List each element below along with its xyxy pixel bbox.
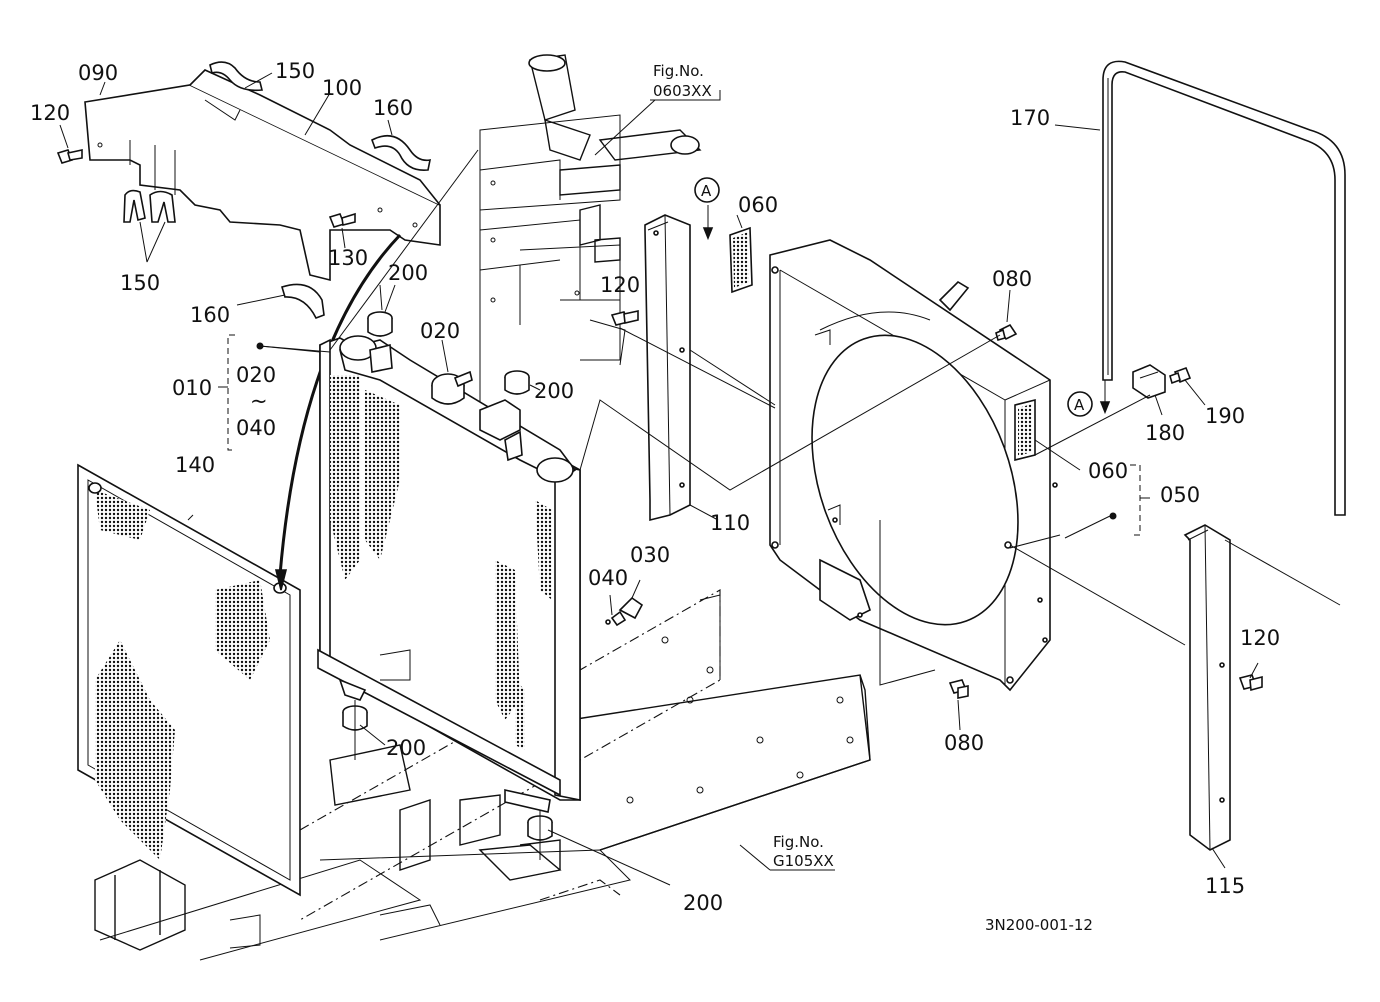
label-040: 040 [588,566,628,590]
label-020: 020 [420,319,460,343]
bolt-130 [328,212,356,228]
label-115: 115 [1205,874,1245,898]
fig-ref-0603: Fig.No. 0603XX [653,62,712,100]
label-160: 160 [373,96,413,120]
fig-ref-g105: Fig.No. G105XX [773,833,834,870]
radiator-upper-guard [84,69,441,282]
label-120: 120 [600,273,640,297]
label-140: 140 [175,453,215,477]
bolt-120-mid [610,310,639,326]
label-tilde: ~ [250,389,268,413]
svg-text:Fig.No.: Fig.No. [773,833,824,851]
part-labels: 090 120 150 100 160 150 130 160 200 020 … [30,59,1280,915]
label-150: 150 [120,271,160,295]
drawing-id: 3N200-001-12 [985,916,1093,934]
label-170: 170 [1010,106,1050,130]
frame-chassis [94,589,871,961]
label-060: 060 [738,193,778,217]
bolt-080 [948,323,1018,699]
svg-text:A: A [701,182,712,200]
bolt-190 [1169,366,1192,385]
label-040: 040 [236,416,276,440]
label-180: 180 [1145,421,1185,445]
shroud-seal-170 [1102,60,1346,516]
svg-text:G105XX: G105XX [773,852,834,870]
callout-a-top: A [694,177,720,203]
engine-bracket-assembly [479,54,702,470]
label-060: 060 [1088,459,1128,483]
label-200: 200 [683,891,723,915]
leader-dot [1109,512,1117,520]
svg-text:0603XX: 0603XX [653,82,712,100]
label-200: 200 [386,736,426,760]
svg-text:A: A [1074,396,1085,414]
svg-text:Fig.No.: Fig.No. [653,62,704,80]
label-080: 080 [992,267,1032,291]
label-130: 130 [328,246,368,270]
label-050: 050 [1160,483,1200,507]
clip-150 [123,61,264,223]
seal-clip-180 [1132,364,1166,399]
dust-screen [77,463,301,897]
label-030: 030 [630,543,670,567]
side-seal-110 [644,214,691,522]
label-190: 190 [1205,404,1245,428]
label-100: 100 [322,76,362,100]
label-010: 010 [172,376,212,400]
label-200: 200 [388,261,428,285]
label-200: 200 [534,379,574,403]
label-160: 160 [190,303,230,327]
label-120: 120 [30,101,70,125]
callout-a-right: A [1067,391,1093,417]
fan-shroud [769,239,1058,692]
label-090: 090 [78,61,118,85]
leader-lines [59,72,1341,886]
label-120: 120 [1240,626,1280,650]
drain-cock [605,596,644,627]
radiator-cap [431,370,473,405]
label-080: 080 [944,731,984,755]
label-020: 020 [236,363,276,387]
radiator [317,335,581,813]
label-150: 150 [275,59,315,83]
bolt-120-right [1238,674,1263,692]
side-seal-115 [1183,524,1231,851]
leader-dot [256,342,264,350]
label-110: 110 [710,511,750,535]
bolt-120-left [56,149,83,164]
rubber-mount [342,311,553,860]
clip-160 [281,134,432,320]
